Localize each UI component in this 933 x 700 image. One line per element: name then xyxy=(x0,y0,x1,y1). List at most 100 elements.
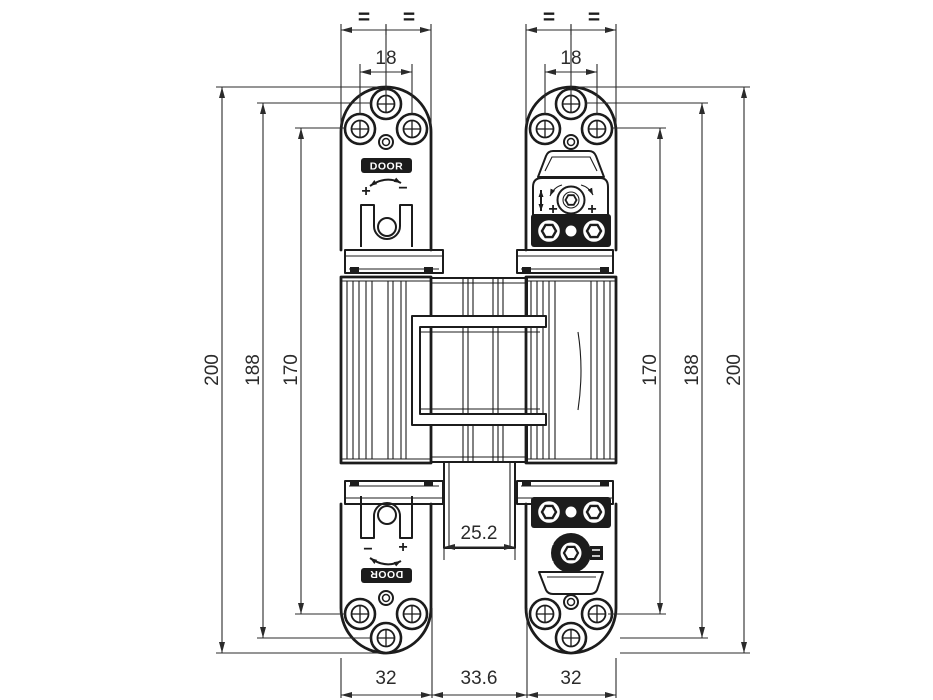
right-body-lamination-lines xyxy=(526,280,616,460)
screw-hole xyxy=(343,597,377,631)
adjuster-pin xyxy=(377,217,397,237)
minus-mark: − xyxy=(398,180,407,197)
flange-tab xyxy=(424,267,433,272)
dim-group-right-heights: 170 188 200 xyxy=(576,86,750,654)
flange-tab xyxy=(522,267,531,272)
hex-bolt xyxy=(535,217,563,245)
screw-hole xyxy=(369,621,403,655)
flange-outline xyxy=(516,249,614,274)
cam-tab xyxy=(590,546,603,560)
extension-lines xyxy=(525,24,617,126)
dim-label-200-right: 200 xyxy=(724,354,745,386)
screw-hole xyxy=(395,597,429,631)
equal-mark-icon: = xyxy=(403,6,415,29)
adjuster-dial-inner xyxy=(562,191,580,209)
screw-hole xyxy=(580,112,614,146)
door-label-plate xyxy=(361,158,412,173)
plus-mark: + xyxy=(361,183,370,200)
cover-cap xyxy=(537,150,605,178)
center-linkage xyxy=(411,277,547,549)
hex-socket-icon xyxy=(562,545,580,561)
right-hinge-plate: + + xyxy=(516,85,618,655)
plus-mark: + xyxy=(587,201,596,218)
plus-mark: + xyxy=(548,201,557,218)
flange-tab xyxy=(522,481,531,486)
door-label-inverted: DOOR xyxy=(370,568,404,580)
extension-lines xyxy=(443,548,516,560)
equal-mark-icon: = xyxy=(588,6,600,29)
screw-hole xyxy=(528,597,562,631)
right-flange-top xyxy=(516,249,614,274)
left-top-cap: DOOR + − xyxy=(339,85,433,252)
screw-hole xyxy=(528,112,562,146)
dim-label-188-left: 188 xyxy=(243,354,264,386)
equal-mark-icon: = xyxy=(358,6,370,29)
dim-label-32-left: 32 xyxy=(375,668,396,689)
extension-lines xyxy=(576,86,750,654)
dim-group-top-left: = = 18 xyxy=(340,6,432,126)
screw-hole xyxy=(343,112,377,146)
dim-label-18-right: 18 xyxy=(560,48,581,69)
extension-lines xyxy=(216,86,382,654)
c-bracket-notch xyxy=(442,417,460,422)
cam-tab-slots xyxy=(592,549,600,557)
dim-label-188-right: 188 xyxy=(682,354,703,386)
pin-hole xyxy=(565,506,577,518)
c-bracket-notch xyxy=(492,417,510,422)
dim-group-center-gap: 25.2 xyxy=(443,523,516,560)
adjuster-dial xyxy=(556,185,586,215)
adjuster-housing xyxy=(532,177,609,215)
right-top-cap: + + xyxy=(524,85,618,252)
extension-lines xyxy=(340,608,617,698)
screw-hole xyxy=(395,112,429,146)
flange-tab xyxy=(600,267,609,272)
flange-tab xyxy=(424,481,433,486)
c-bracket-detail-lines xyxy=(420,327,540,414)
dim-group-bottom-widths: 32 33.6 32 xyxy=(340,608,617,698)
screw-hole xyxy=(580,597,614,631)
dim-label-18-left: 18 xyxy=(375,48,396,69)
flange-detail-lines xyxy=(517,485,613,499)
cam-gap-detail xyxy=(545,541,554,565)
spring-line xyxy=(577,331,582,411)
extension-lines xyxy=(340,24,432,126)
pin-hole xyxy=(378,590,394,606)
left-body-lamination-lines xyxy=(341,280,431,460)
pin-hole xyxy=(565,225,577,237)
adjuster-bracket xyxy=(360,496,413,539)
door-label: DOOR xyxy=(370,161,404,173)
left-flange-top xyxy=(344,249,444,274)
door-label-plate xyxy=(361,568,412,583)
dimensions: = = 18 = = 18 200 188 170 xyxy=(202,6,750,698)
left-plate-body xyxy=(339,275,433,465)
rotate-arrow-icon xyxy=(580,184,594,196)
flange-tab xyxy=(350,267,359,272)
c-bracket-notch xyxy=(492,319,510,324)
dim-group-top-right: = = 18 xyxy=(525,6,617,126)
rotate-arrow-icon xyxy=(549,184,563,197)
pin-hole xyxy=(378,134,394,150)
left-body-outline xyxy=(339,275,433,465)
c-bracket-outline xyxy=(411,315,547,426)
dim-label-32-right: 32 xyxy=(560,668,581,689)
flange-outline xyxy=(344,249,444,274)
member-detail-lines xyxy=(431,278,527,322)
right-bottom-cap xyxy=(524,497,618,655)
screw-hole xyxy=(554,621,588,655)
c-bracket-notch xyxy=(442,319,460,324)
plus-mark: + xyxy=(398,539,407,556)
pin-hole xyxy=(563,134,579,150)
flange-tab xyxy=(600,481,609,486)
hex-bolt xyxy=(535,498,563,526)
tongue-detail-lines xyxy=(448,462,511,548)
right-plate-body xyxy=(524,275,618,465)
left-flange-bottom xyxy=(344,480,444,505)
minus-mark: − xyxy=(363,541,372,558)
cover-cap-inner xyxy=(544,156,598,172)
dim-label-25-2: 25.2 xyxy=(461,523,498,544)
flange-tab xyxy=(350,481,359,486)
hex-socket-icon xyxy=(564,194,578,206)
adjustment-arc-arrow-icon xyxy=(369,177,402,187)
adjuster-bracket xyxy=(360,204,413,247)
